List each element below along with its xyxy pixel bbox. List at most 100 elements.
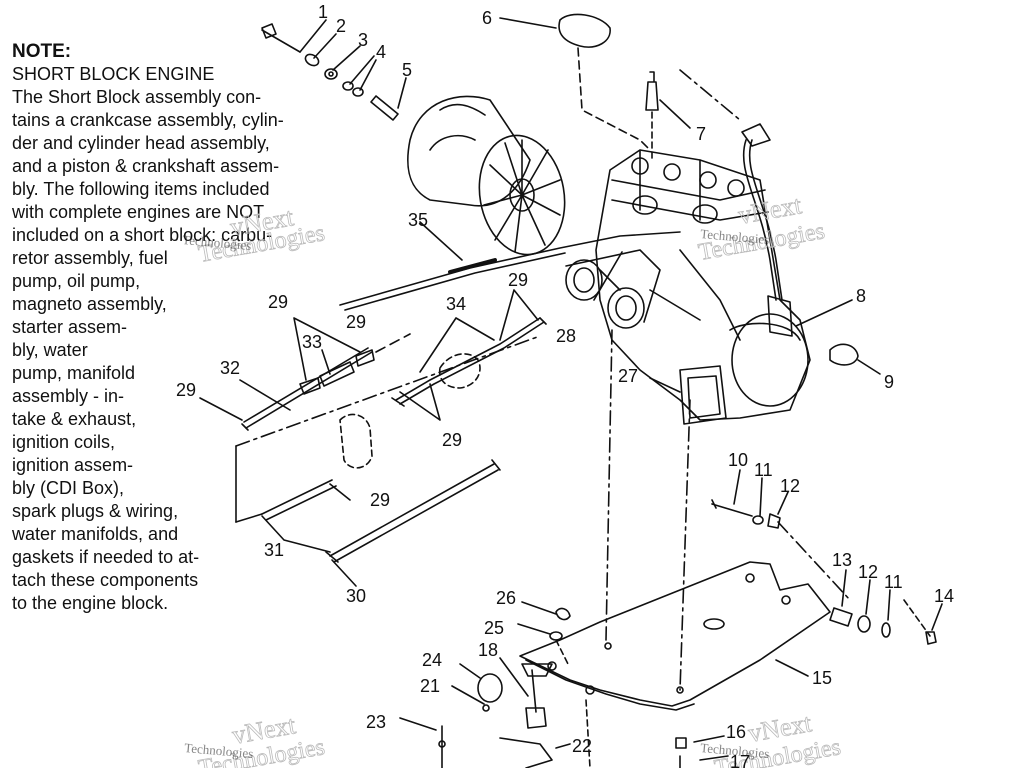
callout-label: 17 [730, 752, 750, 768]
callout-label: 27 [618, 366, 638, 386]
callout-labels: 1 2 3 4 5 6 7 8 9 10 11 12 13 12 11 14 1… [176, 2, 954, 768]
note-line: gaskets if needed to at- [12, 547, 200, 567]
sleeve-part-5 [370, 77, 407, 121]
callout-label: 33 [302, 332, 322, 352]
callout-label: 18 [478, 640, 498, 660]
callout-label: 34 [446, 294, 466, 314]
plug-wire-part [679, 69, 783, 301]
callout-label: 25 [484, 618, 504, 638]
note-line: with complete engines are NOT [12, 202, 265, 222]
leader-28 [593, 251, 623, 301]
note-line: included on a short block: carbu- [12, 225, 273, 245]
callout-label: 16 [726, 722, 746, 742]
note-line: bly. The following items included [12, 179, 270, 199]
callout-label: 4 [376, 42, 386, 62]
callout-label: 22 [572, 736, 592, 756]
note-line: magneto assembly, [12, 294, 167, 314]
callout-label: 24 [422, 650, 442, 670]
note-line: water manifolds, and [12, 524, 179, 544]
callout-label: 23 [366, 712, 386, 732]
note-line: starter assem- [12, 317, 128, 337]
note-line: ignition assem- [12, 455, 134, 475]
callout-label: 9 [884, 372, 894, 392]
spacer-part-13 [829, 569, 853, 627]
carburetor-assembly [565, 249, 661, 329]
note-line: ignition coils, [12, 432, 116, 452]
callout-label: 1 [318, 2, 328, 22]
bolt-part-10 [711, 469, 753, 517]
watermark-small-text: Technologies [182, 232, 252, 253]
note-line: tach these components [12, 570, 199, 590]
callout-label: 12 [858, 562, 878, 582]
nut-part-3 [324, 45, 361, 80]
note-line: SHORT BLOCK ENGINE [12, 64, 215, 84]
nut-part-12b [857, 579, 871, 633]
parts-16-17 [675, 735, 729, 768]
callout-label: 32 [220, 358, 240, 378]
washer-part-11b [881, 589, 891, 638]
note-line: take & exhaust, [12, 409, 137, 429]
callout-label: 28 [556, 326, 576, 346]
callout-label: 7 [696, 124, 706, 144]
note-line: and a piston & crankshaft assem- [12, 156, 280, 176]
cable-part-35 [339, 221, 681, 311]
callout-label: 12 [780, 476, 800, 496]
callout-label: 29 [268, 292, 288, 312]
note-line: tains a crankcase assembly, cylin- [12, 110, 284, 130]
note-line: pump, oil pump, [12, 271, 141, 291]
note-line: The Short Block assembly con- [12, 87, 262, 107]
engine-block-part [595, 149, 811, 421]
washer-part-4 [342, 55, 377, 97]
note-line: assembly - in- [12, 386, 125, 406]
callout-label: 21 [420, 676, 440, 696]
filter-part-27 [649, 365, 727, 425]
callout-label: 31 [264, 540, 284, 560]
callout-label: 6 [482, 8, 492, 28]
callout-label: 5 [402, 60, 412, 80]
callout-label: 11 [754, 460, 773, 480]
watermark-small-text: Technologies [700, 740, 770, 761]
callout-label: 3 [358, 30, 368, 50]
note-line: bly (CDI Box), [12, 478, 125, 498]
note-block: NOTE: SHORT BLOCK ENGINE The Short Block… [12, 40, 342, 615]
callout-label: 29 [176, 380, 196, 400]
callout-label: 29 [346, 312, 366, 332]
callout-label: 11 [884, 572, 903, 592]
tube-parts [235, 317, 547, 563]
callout-label: 26 [496, 588, 516, 608]
callout-label: 15 [812, 668, 832, 688]
watermark-small-text: Technologies [700, 226, 770, 247]
callout-label: 29 [442, 430, 462, 450]
clutch-sheave-part [407, 95, 566, 256]
bolt-part-1 [261, 19, 327, 53]
note-line: der and cylinder head assembly, [12, 133, 270, 153]
part-9 [829, 343, 881, 375]
spark-plug-part-7 [645, 71, 691, 161]
callout-label: 8 [856, 286, 866, 306]
callout-label: 2 [336, 16, 346, 36]
skid-plate-part-15 [519, 329, 831, 711]
note-line: spark plugs & wiring, [12, 501, 179, 521]
callout-label: 29 [508, 270, 528, 290]
callout-label: 35 [408, 210, 428, 230]
tube-leaders [199, 289, 539, 587]
parts-18-26 [399, 601, 591, 768]
callout-label: 10 [728, 450, 748, 470]
note-title: NOTE: [12, 41, 72, 62]
note-line: to the engine block. [12, 593, 169, 613]
note-line: retor assembly, fuel [12, 248, 168, 268]
note-line: bly, water [12, 340, 88, 360]
washer-part-11 [752, 477, 764, 525]
washer-part-2 [304, 33, 337, 67]
centerline [777, 521, 851, 601]
watermark-top-left: vNext Technologies Technologies [182, 202, 327, 269]
callout-label: 29 [370, 490, 390, 510]
note-line: pump, manifold [12, 363, 136, 383]
callout-label: 13 [832, 550, 852, 570]
bracket-part-8 [767, 295, 853, 337]
watermark-top-right: vNext Technologies Technologies [696, 190, 827, 267]
callout-label: 14 [934, 586, 954, 606]
watermark-small-text: Technologies [184, 740, 254, 761]
callout-label: 30 [346, 586, 366, 606]
